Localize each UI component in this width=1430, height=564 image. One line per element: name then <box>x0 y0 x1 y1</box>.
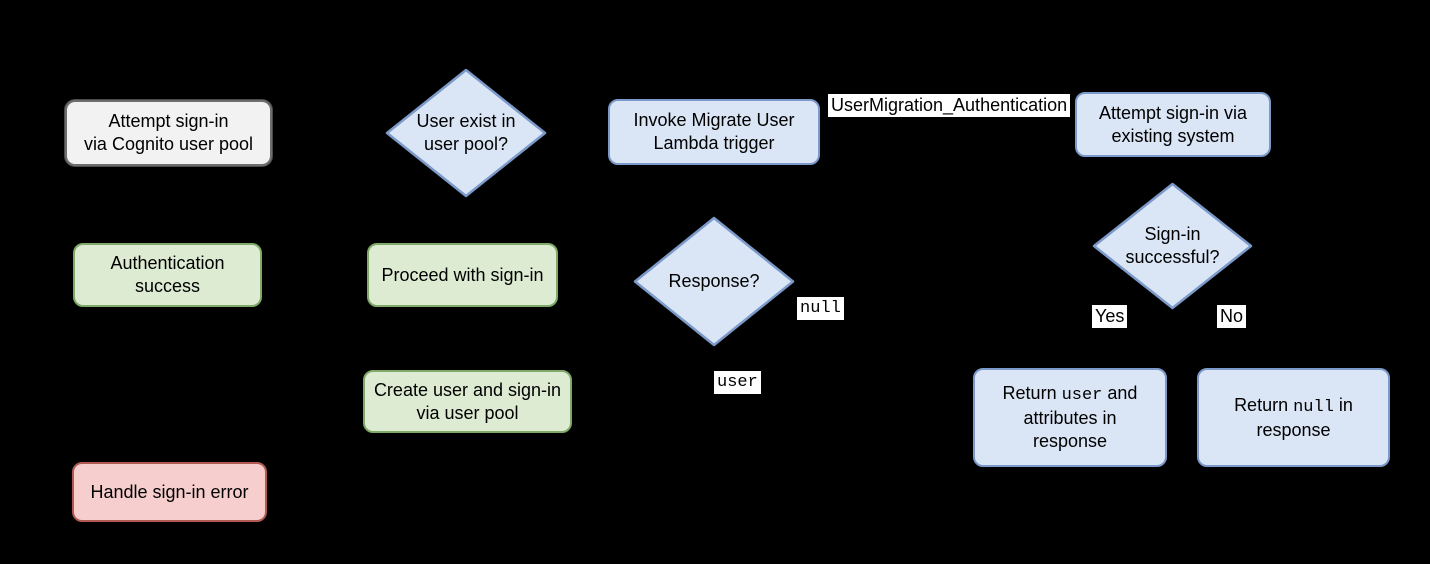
node-return-null-label: Return null in response <box>1199 394 1388 442</box>
decision-signin-successful-label: Sign-in successful? <box>1125 224 1220 267</box>
node-auth-success-label: Authentication success <box>110 253 225 296</box>
decision-user-exist: User exist in user pool? <box>385 68 547 198</box>
node-create-user-label: Create user and sign-in via user pool <box>373 379 562 423</box>
edge-label-user: user <box>714 371 761 394</box>
decision-response: Response? <box>633 216 795 347</box>
node-return-user-label: Return user and attributes in response <box>975 382 1165 453</box>
node-invoke-lambda: Invoke Migrate User Lambda trigger <box>608 99 820 165</box>
node-handle-error-label: Handle sign-in error <box>90 481 249 502</box>
edge-label-no: No <box>1217 305 1247 328</box>
edge-label-yes: Yes <box>1092 305 1128 328</box>
return-null-text-pre: Return <box>1234 394 1294 415</box>
return-user-text-post: and attributes in response <box>1023 383 1138 451</box>
diamond-shape <box>633 216 795 347</box>
node-proceed-signin-label: Proceed with sign-in <box>381 264 544 285</box>
decision-response-label: Response? <box>668 271 760 291</box>
diamond-shape <box>385 68 547 198</box>
node-invoke-lambda-label: Invoke Migrate User Lambda trigger <box>633 110 795 153</box>
node-attempt-existing: Attempt sign-in via existing system <box>1075 92 1271 157</box>
node-attempt-cognito-label: Attempt sign-in via Cognito user pool <box>83 111 254 154</box>
decision-user-exist-label: User exist in user pool? <box>416 111 516 154</box>
node-attempt-cognito: Attempt sign-in via Cognito user pool <box>65 100 272 166</box>
diamond-shape <box>1092 182 1253 310</box>
return-null-text-code: null <box>1293 397 1334 417</box>
edge-label-null: null <box>797 297 844 320</box>
return-user-text-code: user <box>1061 386 1103 405</box>
node-proceed-signin: Proceed with sign-in <box>367 243 558 307</box>
node-create-user: Create user and sign-in via user pool <box>363 370 572 433</box>
node-return-null: Return null in response <box>1197 368 1390 467</box>
node-auth-success: Authentication success <box>73 243 262 307</box>
node-attempt-existing-label: Attempt sign-in via existing system <box>1098 102 1248 146</box>
edge-label-trigger-name: UserMigration_Authentication <box>828 94 1071 117</box>
return-user-text-pre: Return <box>1002 383 1062 403</box>
node-return-user: Return user and attributes in response <box>973 368 1167 467</box>
decision-signin-successful: Sign-in successful? <box>1092 182 1253 310</box>
node-handle-error: Handle sign-in error <box>72 462 267 522</box>
return-null-text-post: in response <box>1256 394 1353 440</box>
